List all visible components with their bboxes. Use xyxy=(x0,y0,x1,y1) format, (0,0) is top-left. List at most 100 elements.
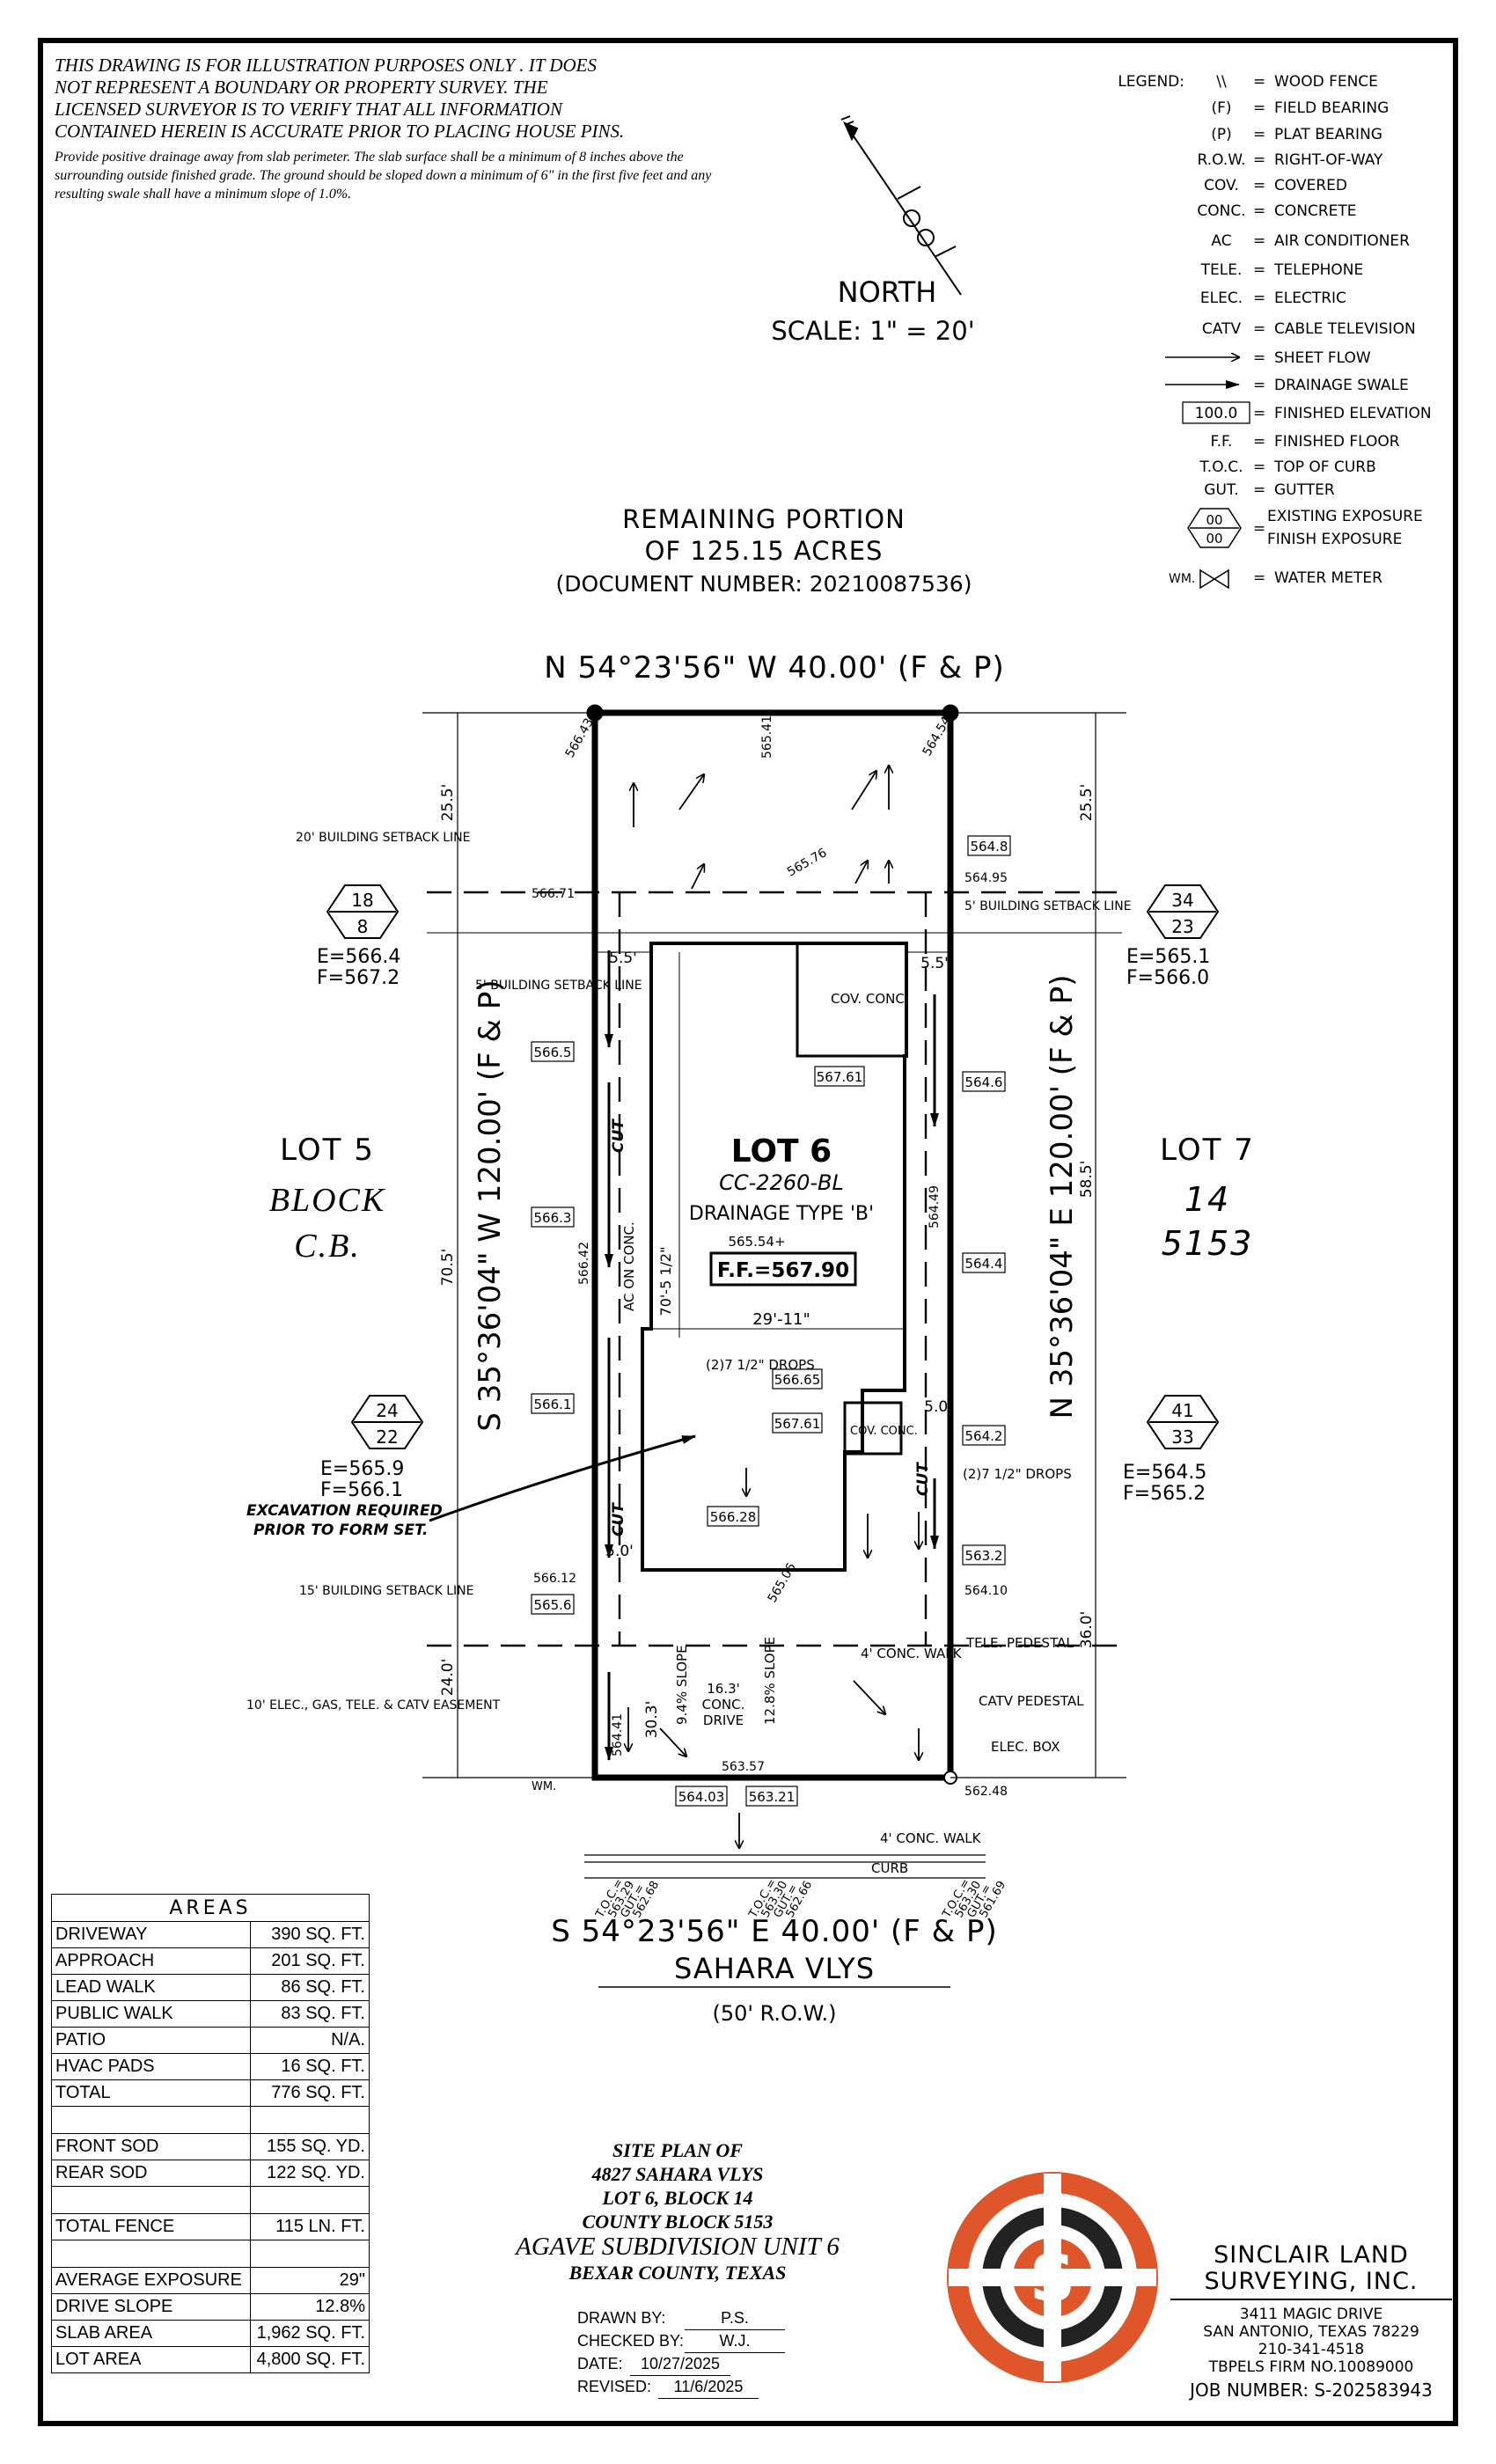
legend-eq: = xyxy=(1253,126,1265,143)
legend-eq: = xyxy=(1253,177,1265,194)
svg-text:CATV PEDESTAL: CATV PEDESTAL xyxy=(979,1693,1084,1709)
dim-30-3: 30.3' xyxy=(643,1701,661,1739)
date-value: 10/27/2025 xyxy=(630,2353,730,2376)
dim-25-5-right: 25.5' xyxy=(1078,784,1096,822)
title-line: SITE PLAN OF xyxy=(612,2139,743,2161)
sheet-flow-arrows xyxy=(628,766,919,1848)
firm-address-1: 3411 MAGIC DRIVE xyxy=(1239,2306,1383,2323)
svg-text:34: 34 xyxy=(1171,890,1193,911)
svg-text:5' BUILDING SETBACK LINE: 5' BUILDING SETBACK LINE xyxy=(475,979,642,993)
svg-text:20' BUILDING SETBACK LINE: 20' BUILDING SETBACK LINE xyxy=(296,831,470,845)
remaining-l2: OF 125.15 ACRES xyxy=(645,536,884,566)
legend-eq: = xyxy=(1253,433,1265,451)
date-label: DATE: xyxy=(577,2355,623,2372)
lot5-l1: LOT 5 xyxy=(280,1133,375,1168)
firm-name-2: SURVEYING, INC. xyxy=(1170,2269,1452,2300)
legend-eq: = xyxy=(1253,99,1265,117)
disclaimer: THIS DRAWING IS FOR ILLUSTRATION PURPOSE… xyxy=(55,55,732,203)
checked-by-label: CHECKED BY: xyxy=(577,2332,685,2350)
legend-desc-7: TELEPHONE xyxy=(1273,261,1363,279)
legend-eq: = xyxy=(1253,481,1265,499)
water-meter-icon xyxy=(1199,568,1229,590)
svg-text:16.3': 16.3' xyxy=(707,1681,740,1697)
svg-text:564.10: 564.10 xyxy=(964,1584,1008,1598)
lot6-spot: 565.54+ xyxy=(728,1234,785,1250)
svg-text:E=564.5: E=564.5 xyxy=(1123,1462,1206,1484)
svg-text:566.65: 566.65 xyxy=(774,1372,821,1388)
legend-eq: = xyxy=(1253,405,1265,422)
svg-text:563.2: 563.2 xyxy=(965,1548,1003,1564)
legend-desc-15: GUTTER xyxy=(1274,481,1335,499)
svg-text:TELE. PEDESTAL: TELE. PEDESTAL xyxy=(965,1635,1074,1651)
svg-text:41: 41 xyxy=(1171,1400,1193,1421)
bearing-west: S 35°36'04" W 120.00' (F & P) xyxy=(473,979,508,1431)
legend-sym-8: ELEC. xyxy=(1200,290,1243,307)
dim-5-0-right: 5.0' xyxy=(924,1398,952,1416)
bearing-east: N 35°36'04" E 120.00' (F & P) xyxy=(1045,975,1080,1419)
legend-desc-14: TOP OF CURB xyxy=(1273,458,1376,476)
svg-text:33: 33 xyxy=(1171,1426,1193,1448)
svg-text:(2)7 1/2" DROPS: (2)7 1/2" DROPS xyxy=(706,1357,815,1373)
title-line: 4827 SAHARA VLYS xyxy=(591,2163,764,2185)
legend-eq: = xyxy=(1253,320,1265,338)
svg-text:E=565.1: E=565.1 xyxy=(1126,946,1210,968)
svg-text:F=565.2: F=565.2 xyxy=(1123,1483,1206,1505)
dim-36-0: 36.0' xyxy=(1078,1611,1096,1649)
svg-text:563.57: 563.57 xyxy=(722,1760,765,1774)
legend-desc-0: WOOD FENCE xyxy=(1274,73,1378,91)
house-footprint xyxy=(641,942,908,1572)
drawn-by-label: DRAWN BY: xyxy=(577,2309,666,2327)
north-label: NORTH xyxy=(838,275,937,309)
legend-eq: = xyxy=(1253,377,1265,394)
annotations: COV. CONC. COV. CONC. AC ON CONC. (2)7 1… xyxy=(246,831,1132,1876)
legend-desc-6: AIR CONDITIONER xyxy=(1274,232,1410,250)
svg-text:23: 23 xyxy=(1171,916,1193,937)
svg-text:4' CONC. WALK: 4' CONC. WALK xyxy=(861,1646,963,1661)
disclaimer-line: CONTAINED HEREIN IS ACCURATE PRIOR TO PL… xyxy=(55,121,625,142)
lot6-drainage: DRAINAGE TYPE 'B' xyxy=(689,1203,874,1225)
svg-text:565.41: 565.41 xyxy=(760,715,774,759)
spot-elevations: 566.43 565.41 564.54 565.76 564.95 566.7… xyxy=(532,714,1008,1799)
legend-eq: = xyxy=(1253,520,1265,538)
lot5-l3: C.B. xyxy=(294,1228,361,1265)
legend-sym-9: CATV xyxy=(1202,320,1242,338)
svg-text:CUT: CUT xyxy=(610,1118,627,1153)
lot6-name: LOT 6 xyxy=(731,1133,832,1170)
legend-exp-a: 00 xyxy=(1206,512,1222,528)
firm-address-2: SAN ANTONIO, TEXAS 78229 xyxy=(1203,2323,1419,2341)
svg-text:566.28: 566.28 xyxy=(710,1509,757,1525)
legend-eq: = xyxy=(1253,458,1265,476)
dim-25-5-left: 25.5' xyxy=(439,784,457,822)
lot6-depth: 70'-5 1/2" xyxy=(657,1247,674,1316)
legend-exp-b: 00 xyxy=(1206,531,1222,546)
north-arrow-icon xyxy=(840,115,962,296)
disclaimer-line: LICENSED SURVEYOR IS TO VERIFY THAT ALL … xyxy=(55,99,562,120)
legend-sym-6: AC xyxy=(1211,232,1231,250)
svg-text:DRIVE: DRIVE xyxy=(703,1712,744,1728)
legend-desc-13: FINISHED FLOOR xyxy=(1274,433,1400,451)
legend-wm-sym: WM. xyxy=(1169,572,1195,586)
svg-text:564.2: 564.2 xyxy=(965,1428,1003,1444)
exposure-se: 41 33 E=564.5 F=565.2 xyxy=(1123,1395,1220,1505)
areas-title: AREAS xyxy=(51,1894,370,1922)
svg-text:E=566.4: E=566.4 xyxy=(317,946,400,968)
svg-text:COV. CONC.: COV. CONC. xyxy=(831,991,909,1007)
svg-text:564.49: 564.49 xyxy=(928,1185,942,1228)
svg-text:565.06: 565.06 xyxy=(766,1560,799,1605)
bearing-north: N 54°23'56" W 40.00' (F & P) xyxy=(544,650,1004,686)
lot7-l1: LOT 7 xyxy=(1160,1133,1255,1168)
svg-text:CUT: CUT xyxy=(914,1462,932,1496)
svg-text:F=567.2: F=567.2 xyxy=(317,967,400,989)
svg-text:PRIOR TO FORM SET.: PRIOR TO FORM SET. xyxy=(253,1522,428,1539)
sheet-border xyxy=(38,38,1458,2426)
svg-text:566.43: 566.43 xyxy=(563,716,597,760)
legend-exp-l1: EXISTING EXPOSURE xyxy=(1267,508,1423,525)
legend-eq: = xyxy=(1253,151,1265,169)
